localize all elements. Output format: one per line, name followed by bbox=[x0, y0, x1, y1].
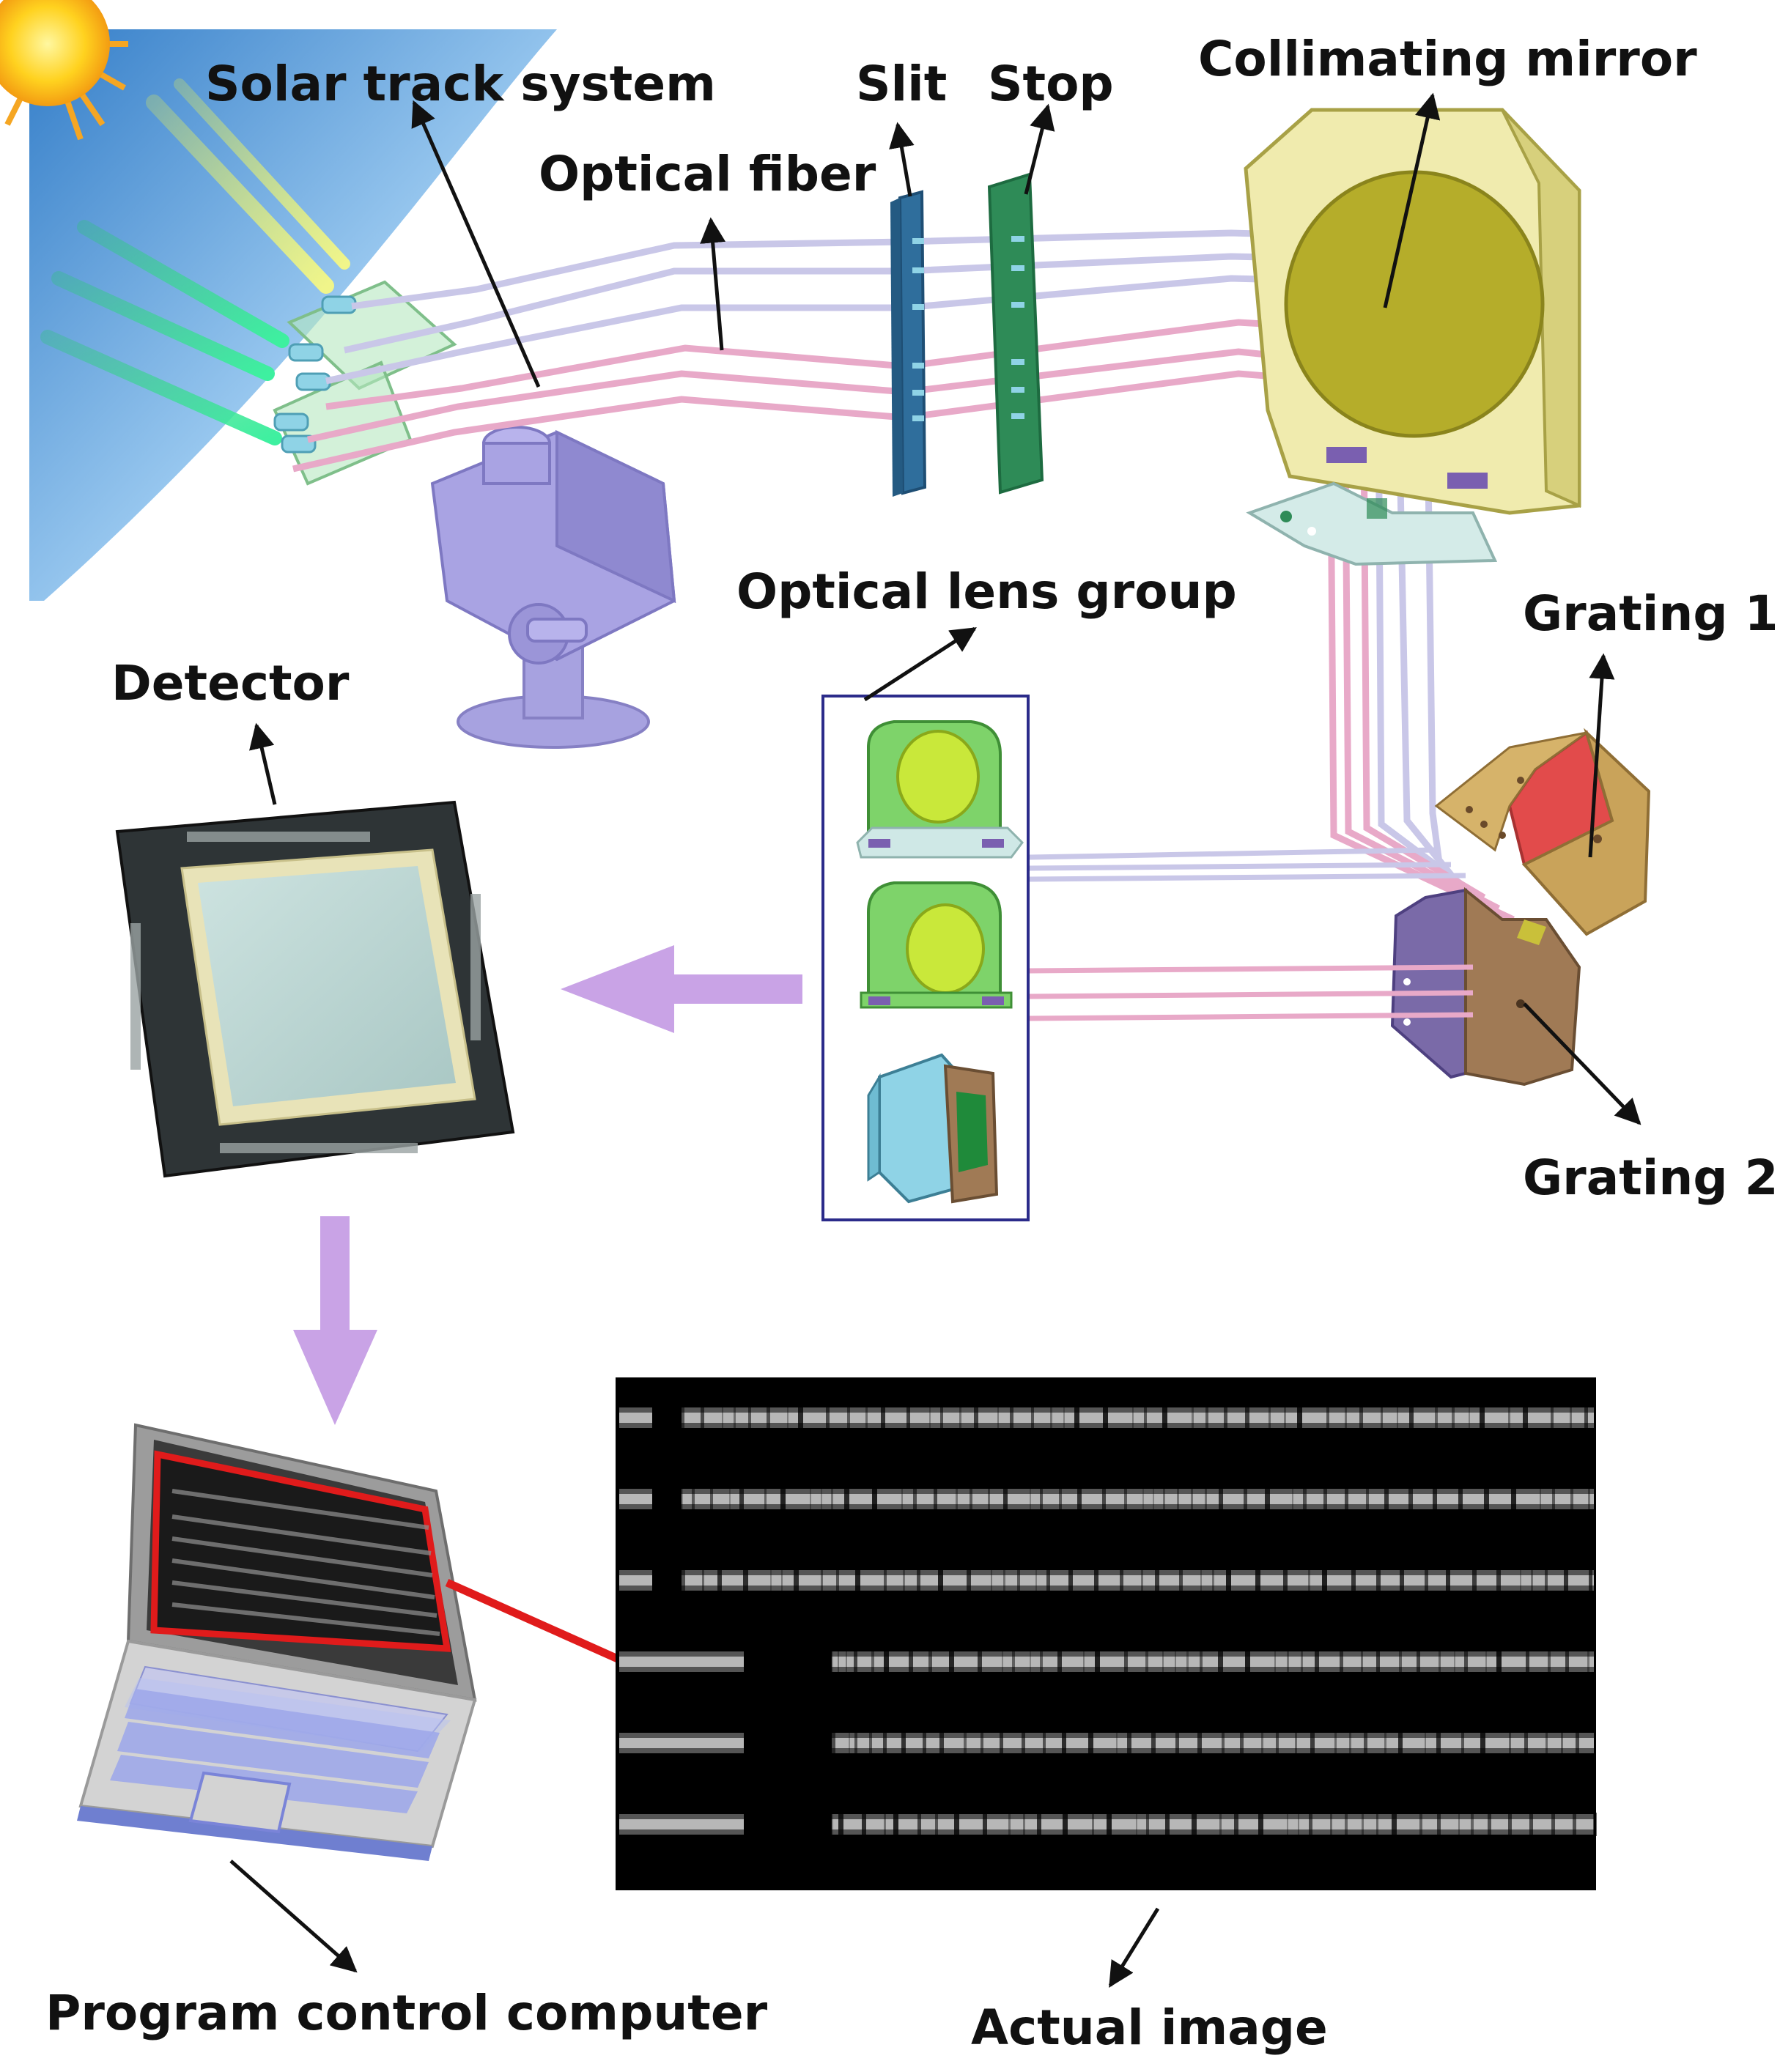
label-optical-fiber: Optical fiber bbox=[539, 146, 876, 202]
optical-fibers-lower bbox=[292, 319, 1515, 923]
flow-arrow-to-detector bbox=[561, 945, 802, 1033]
optical-fibers-upper bbox=[325, 229, 1471, 893]
sun-icon bbox=[0, 0, 128, 141]
spectrum-row bbox=[619, 1650, 1594, 1673]
spectrum-row bbox=[619, 1569, 1594, 1592]
grating-1 bbox=[1434, 728, 1651, 936]
spectrum-row bbox=[619, 1813, 1597, 1836]
label-slit: Slit bbox=[856, 56, 948, 112]
laptop-screen-highlight bbox=[150, 1450, 451, 1652]
program-control-computer bbox=[77, 1423, 621, 1861]
sunlight-beams bbox=[40, 78, 350, 445]
spectrum-row bbox=[619, 1406, 1594, 1429]
spectrum-row bbox=[619, 1487, 1594, 1511]
label-detector: Detector bbox=[111, 655, 350, 711]
collimating-mirror bbox=[1244, 108, 1581, 566]
optical-lens-group bbox=[821, 695, 1030, 1221]
label-optical-lens-group: Optical lens group bbox=[736, 563, 1237, 620]
label-grating-1: Grating 1 bbox=[1523, 585, 1779, 642]
grating-2 bbox=[1390, 887, 1581, 1087]
spectrum-row bbox=[619, 1731, 1594, 1755]
label-grating-2: Grating 2 bbox=[1523, 1150, 1779, 1206]
label-program-control-computer: Program control computer bbox=[45, 1985, 768, 2041]
stop bbox=[987, 172, 1044, 495]
label-collimating-mirror: Collimating mirror bbox=[1198, 31, 1697, 87]
solar-track-system bbox=[273, 280, 676, 749]
slit bbox=[890, 190, 927, 497]
detector bbox=[115, 800, 515, 1178]
label-actual-image: Actual image bbox=[971, 1999, 1328, 2056]
dispersed-beams-upper bbox=[1029, 847, 1466, 882]
zoom-connector-line bbox=[445, 1578, 621, 1664]
label-stop: Stop bbox=[988, 56, 1114, 112]
sky-background bbox=[29, 29, 557, 601]
pointer-arrows bbox=[229, 92, 1641, 1988]
dispersed-beams-lower bbox=[1029, 964, 1474, 1021]
actual-image bbox=[616, 1377, 1597, 1890]
flow-arrow-to-computer bbox=[293, 1216, 377, 1425]
label-solar-track-system: Solar track system bbox=[205, 56, 716, 112]
